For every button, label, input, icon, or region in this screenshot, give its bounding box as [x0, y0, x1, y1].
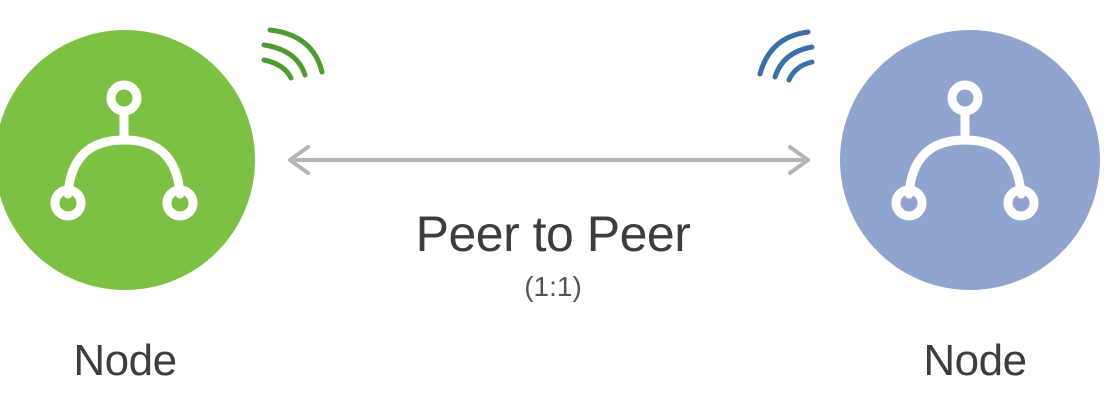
- left-node-circle: [0, 30, 255, 290]
- left-node-label: Node: [73, 336, 177, 385]
- right-node: [840, 30, 1100, 290]
- left-wifi-signal-icon: [261, 27, 325, 81]
- bidirectional-arrow-icon: [288, 145, 810, 175]
- right-node-label: Node: [923, 336, 1027, 385]
- left-node: [0, 30, 255, 290]
- right-node-circle: [840, 30, 1100, 290]
- connection-ratio: (1:1): [524, 271, 582, 302]
- node-branch-icon: [891, 80, 1039, 221]
- right-wifi-signal-icon: [757, 29, 815, 83]
- connection-title: Peer to Peer: [415, 206, 691, 262]
- node-branch-icon: [50, 80, 198, 221]
